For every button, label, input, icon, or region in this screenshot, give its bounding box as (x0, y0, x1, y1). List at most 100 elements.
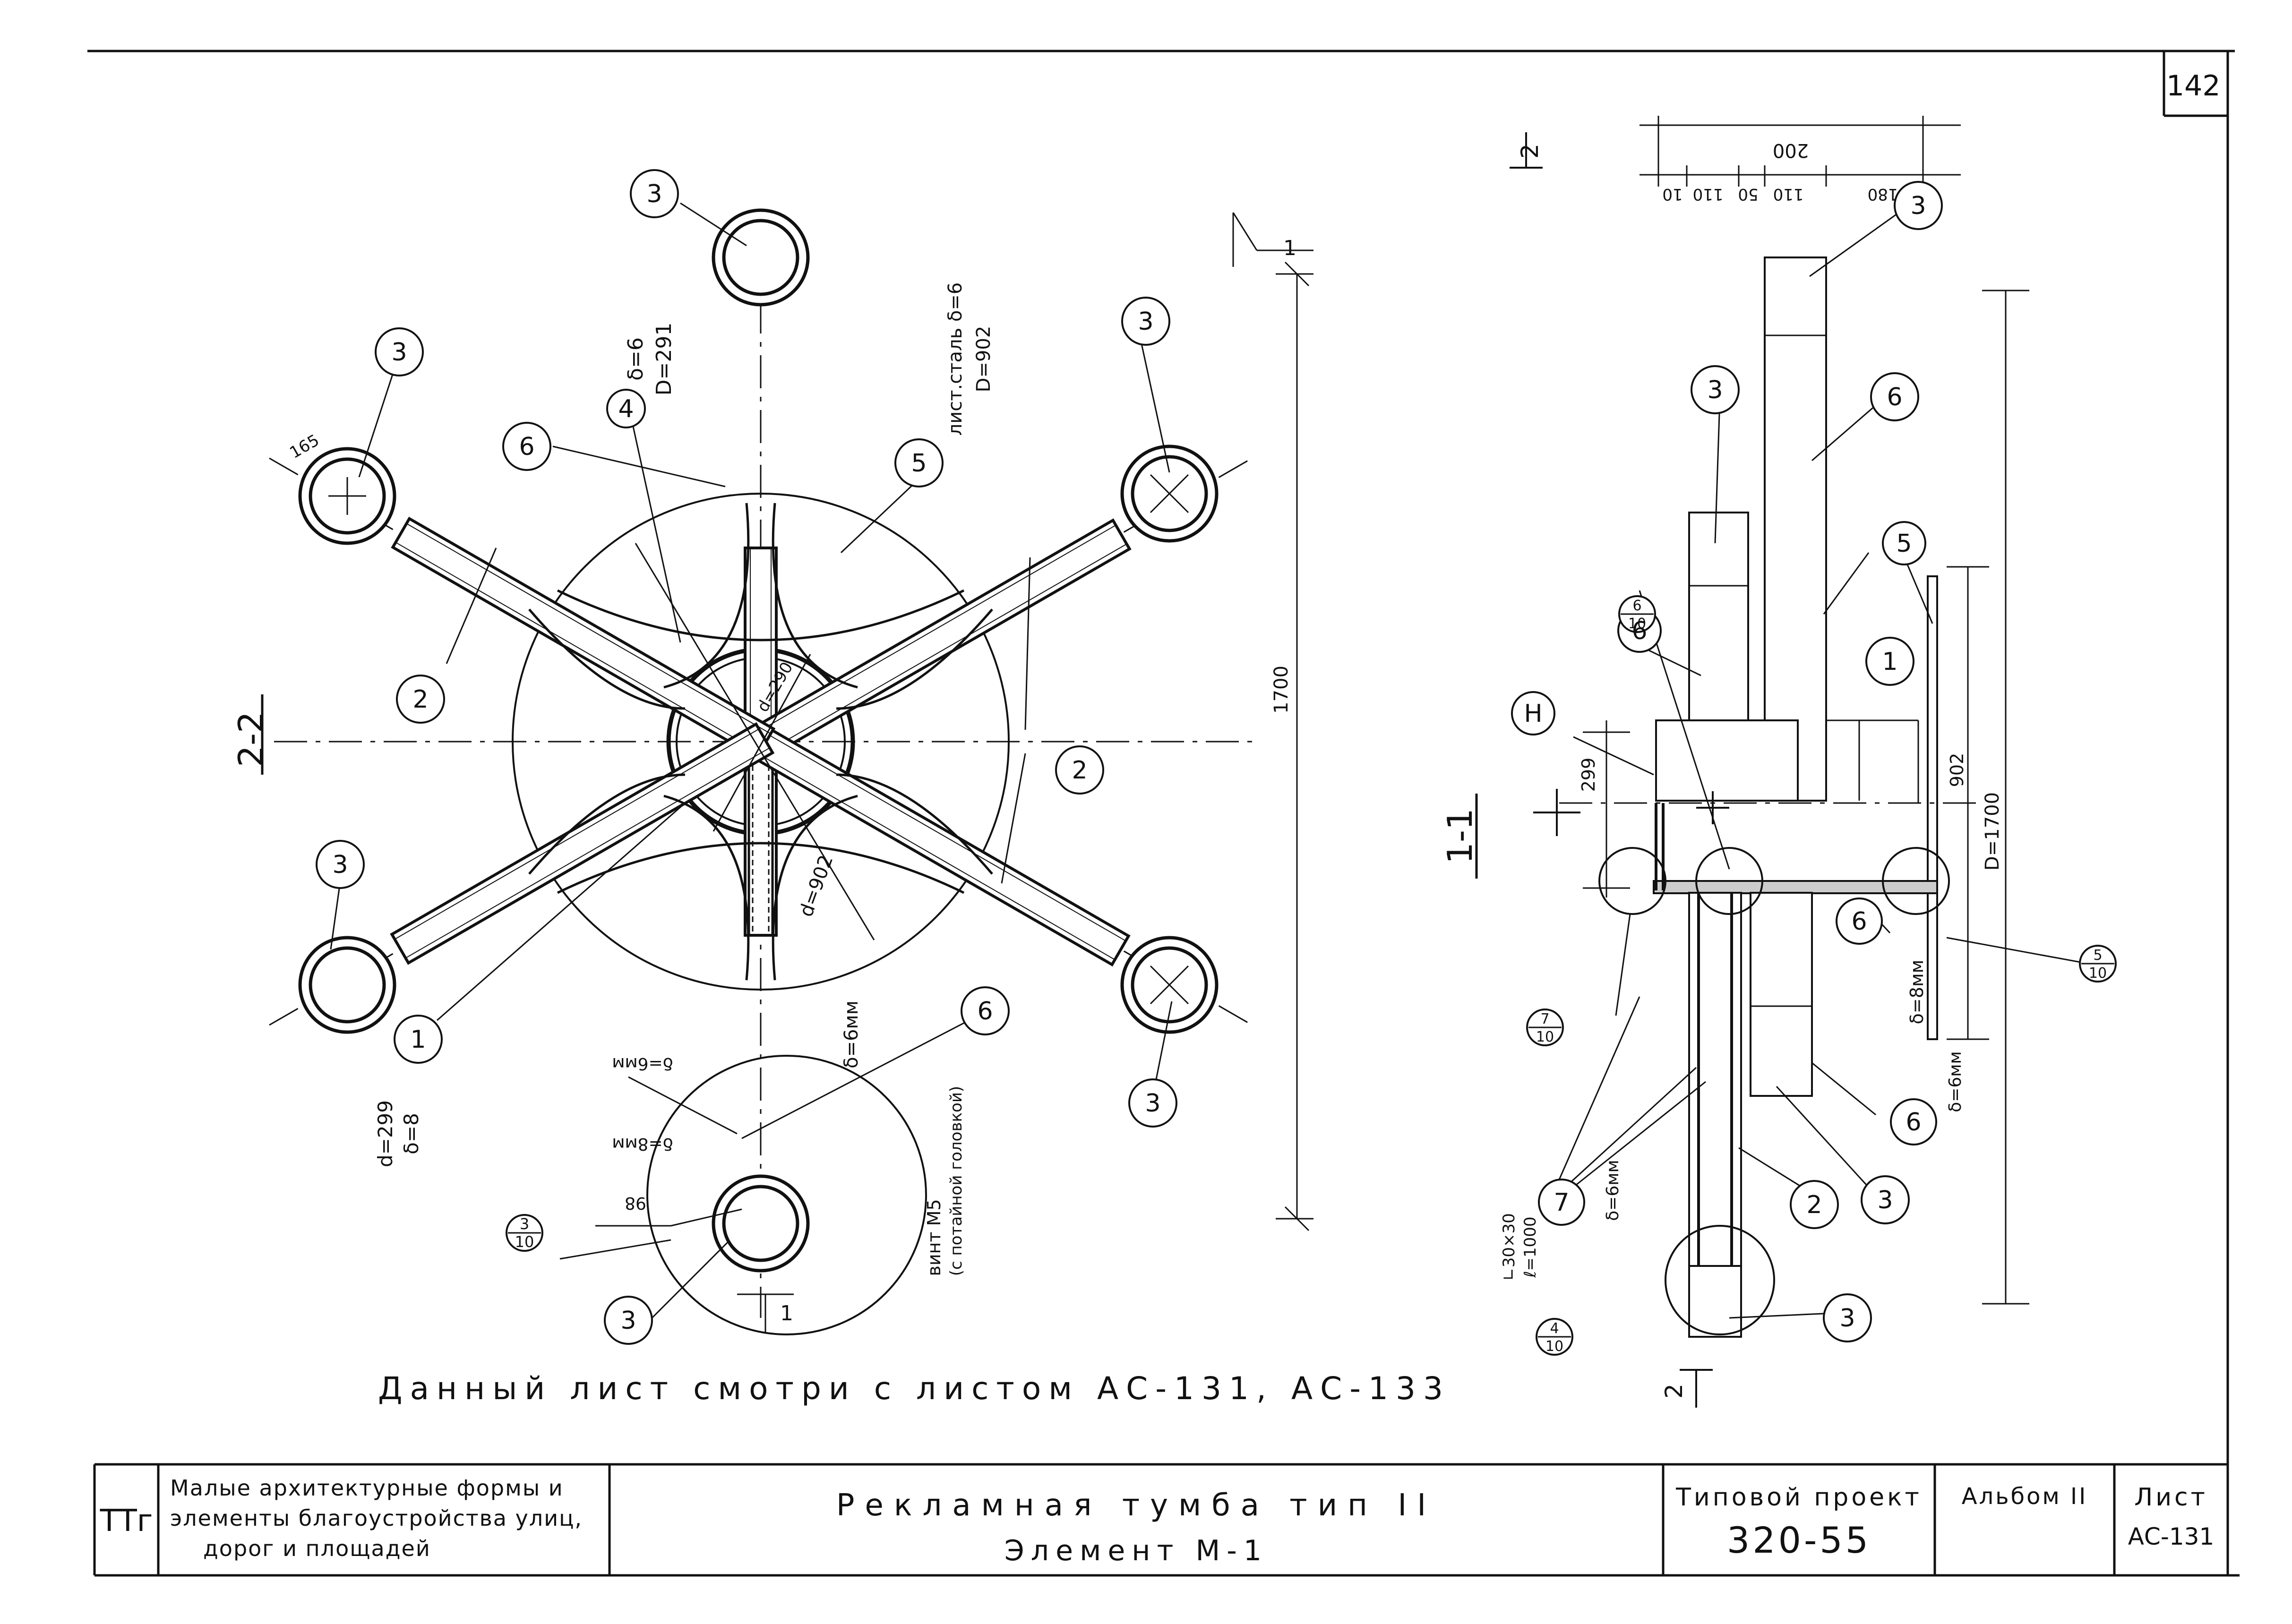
arm-lower-left (390, 722, 775, 965)
dim-D1700: D=1700 (1982, 792, 2003, 871)
drawing-subtitle: Элемент М-1 (1004, 1534, 1269, 1567)
drawing-title: Рекламная тумба тип II (836, 1488, 1437, 1523)
angle-line1: ∟30×30 (1500, 1213, 1519, 1281)
callout-3-lower-right: 3 (1145, 1089, 1160, 1118)
dim-1700: 1700 (1270, 666, 1292, 714)
detail-circle (646, 1055, 927, 1335)
detail-bottom-num: 4 (1550, 1320, 1559, 1337)
dim-small-10: 10 (1662, 185, 1683, 204)
plan-leaders (330, 202, 1173, 1319)
title-block-album: Альбом II (1961, 1483, 2088, 1510)
label-6mm-left: δ=6мм (1603, 1160, 1622, 1221)
callout-4: 4 (618, 395, 634, 423)
label-6mm-right: δ=6мм (1946, 1051, 1965, 1112)
right-plate (1927, 575, 1938, 1040)
title-block-category: Малые архитектурные формы и элементы бла… (161, 1464, 609, 1578)
weld-98: 98 (625, 1193, 646, 1213)
dim-299: 299 (1578, 758, 1599, 792)
wall-6mm: δ=6мм (841, 1000, 862, 1068)
ring-profile (1655, 803, 1665, 890)
section-1-bottom-arrow: 1 (780, 1301, 793, 1325)
dim-small-180: 180 (1868, 185, 1898, 204)
arm-end-tubes (298, 208, 1219, 1273)
sec-callout-6-right: 6 (1906, 1108, 1921, 1137)
callout-6-lower: 6 (977, 997, 993, 1026)
sheet-note-line2: D=902 (973, 326, 995, 393)
sheet-number-box (2163, 51, 2228, 117)
weld-6mm: δ=6мм (612, 1054, 673, 1073)
top-dimension-chain (1640, 116, 1961, 187)
sec-callout-7: 7 (1554, 1188, 1569, 1217)
angle-line2: ℓ=1000 (1521, 1216, 1540, 1278)
callout-6-upper: 6 (519, 433, 534, 461)
section-2-2-label: 2-2 (231, 711, 271, 767)
sheet-note-line1: лист.сталь δ=6 (944, 282, 966, 436)
center-column (1655, 719, 1799, 802)
screw-line1: винт М5 (924, 1199, 944, 1276)
arm-upper-right (747, 518, 1132, 761)
sheet-number-top: 142 (2166, 69, 2221, 103)
detail-top-den: 10 (1628, 615, 1646, 632)
detail-ref-dividers (1528, 613, 2114, 1338)
plan-dimensions (635, 212, 1313, 1332)
view-mark-bottom: 2 (1660, 1384, 1688, 1399)
detail-right-num: 5 (2093, 947, 2102, 964)
sec-callout-5: 5 (1896, 530, 1912, 558)
pipe-note-line1: δ=6 (624, 337, 648, 381)
category-line-2: элементы благоустройства улиц, (170, 1505, 583, 1531)
title-block-project: Типовой проект 320-55 (1663, 1464, 1935, 1578)
main-plate (1653, 880, 1938, 894)
arm-up (744, 547, 778, 748)
weld-8mm: δ=8мм (612, 1134, 673, 1154)
callout-3-upper-left: 3 (391, 338, 407, 367)
pipe-left-line1: d=299 (374, 1100, 397, 1167)
view-mark-top: 2 (1516, 144, 1544, 159)
callout-3-bottom: 3 (620, 1307, 636, 1335)
sec-callout-3-mid: 3 (1707, 376, 1723, 404)
category-line-1: Малые архитектурные формы и (170, 1475, 564, 1501)
sec-callout-3-top: 3 (1910, 192, 1926, 220)
label-8mm: δ=8мм (1906, 960, 1927, 1025)
dim-d902: d=902 (795, 852, 837, 920)
tube-crosshairs (328, 474, 1189, 1005)
detail-left-num: 7 (1540, 1011, 1549, 1027)
title-block-sheet: Лист АС-131 (2114, 1464, 2228, 1578)
sec-callout-6-left: 6 (1631, 617, 1647, 645)
sec-callout-H: Н (1524, 700, 1542, 728)
cross-reference-note: Данный лист смотри с листом АС-131, АС-1… (378, 1370, 1451, 1407)
section-detail-circles (1598, 847, 1950, 1335)
callout-5: 5 (911, 449, 927, 478)
screw-line2: (с потайной головкой) (947, 1086, 966, 1276)
callout-2-left: 2 (412, 685, 428, 714)
sheet-frame (87, 50, 2240, 1577)
callout-3-top: 3 (646, 180, 662, 208)
section-callout-circles (1511, 181, 2117, 1356)
detail-ref-den: 10 (515, 1233, 534, 1251)
sec-callout-3-base: 3 (1839, 1304, 1855, 1333)
dim-small-50: 50 (1738, 185, 1758, 204)
lower-right-tube (1750, 892, 1813, 1097)
plan-view: 2-2 (231, 169, 1313, 1345)
dim-small-110b: 110 (1773, 185, 1804, 204)
detail-ref-num: 3 (520, 1215, 529, 1233)
arm-down (744, 735, 778, 937)
callout-1: 1 (410, 1026, 426, 1054)
sec-callout-3-bottom: 3 (1877, 1186, 1893, 1214)
tall-tube (1764, 256, 1827, 802)
dim-902: 902 (1947, 753, 1967, 787)
callout-2-right: 2 (1072, 756, 1087, 785)
pipe-note-line2: D=291 (652, 323, 676, 396)
dim-small-110a: 110 (1693, 185, 1724, 204)
project-number: 320-55 (1726, 1519, 1871, 1561)
detail-top-num: 6 (1632, 598, 1641, 614)
sheet-code: АС-131 (2128, 1523, 2215, 1550)
callout-3-lower-left: 3 (332, 851, 348, 879)
detail-right-den: 10 (2089, 965, 2107, 982)
title-block-title: Рекламная тумба тип II Элемент М-1 (609, 1464, 1663, 1578)
sec-callout-1: 1 (1882, 648, 1897, 676)
lower-tube (1688, 892, 1742, 1338)
pipe-left-line2: δ=8 (400, 1113, 423, 1154)
sec-callout-2: 2 (1806, 1191, 1822, 1219)
